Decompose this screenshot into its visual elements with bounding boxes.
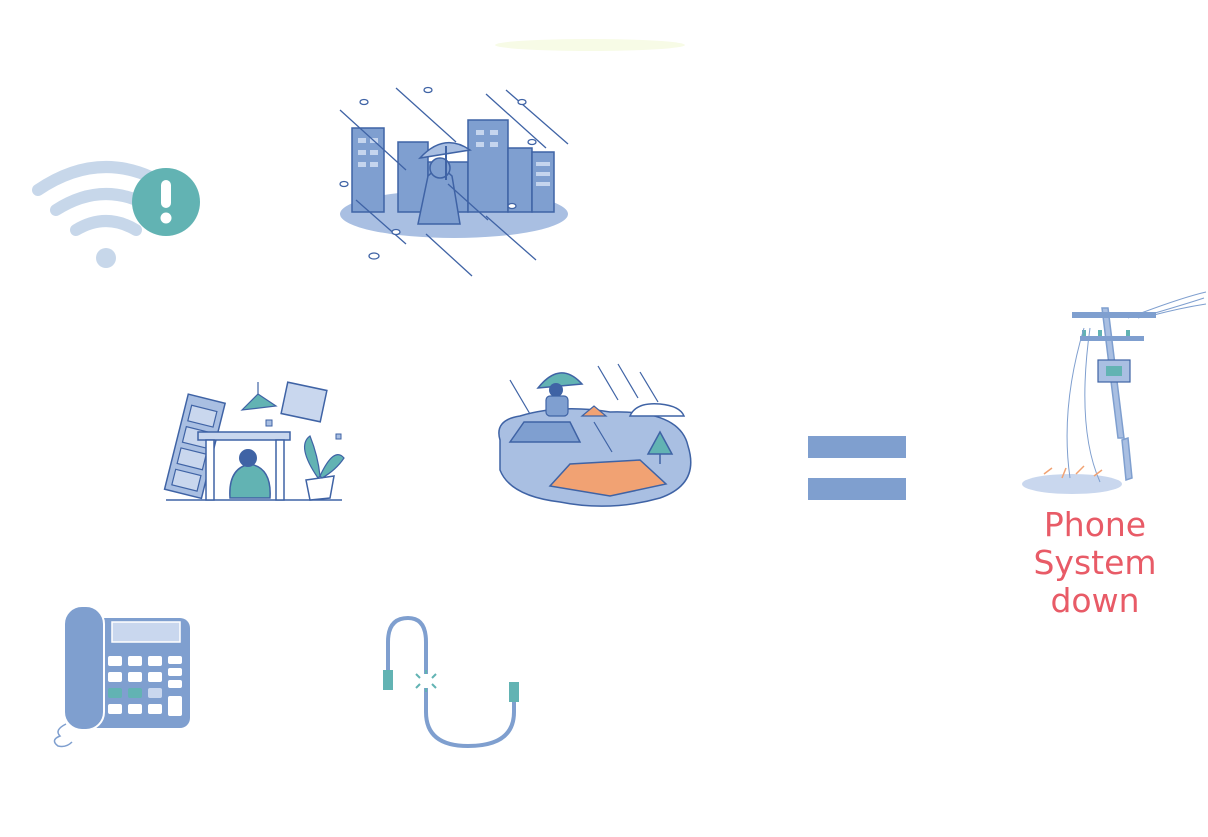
caption-line-1: Phone — [1043, 505, 1147, 544]
wifi-alert-icon — [32, 161, 200, 268]
desk-phone-icon — [53, 605, 190, 748]
caption-line-2: System — [1033, 543, 1157, 582]
storm-city-icon — [339, 86, 569, 277]
earthquake-icon — [163, 381, 345, 501]
phone-system-down-caption: Phone System down — [1000, 506, 1190, 620]
glow-decoration — [495, 39, 685, 51]
flood-icon — [498, 363, 692, 507]
broken-cable-icon — [383, 615, 519, 749]
equals-icon — [808, 436, 906, 500]
caption-line-3: down — [1050, 581, 1140, 620]
broken-power-pole-icon — [1022, 291, 1207, 494]
